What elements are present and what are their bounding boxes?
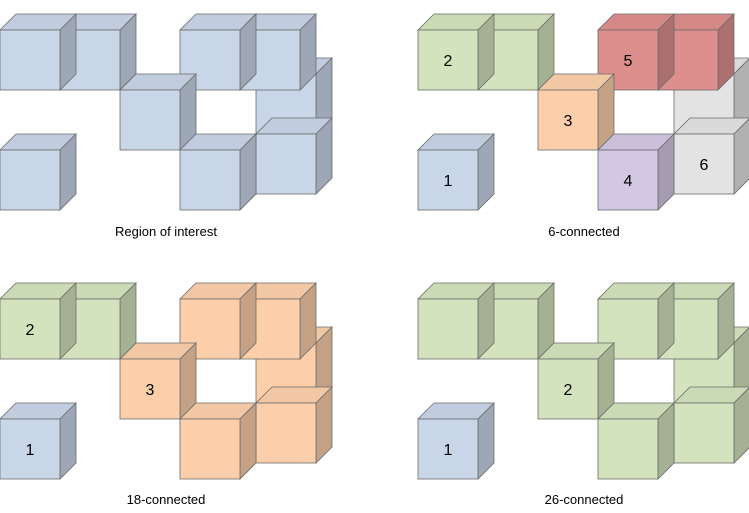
cube-b <box>417 282 495 360</box>
cube-front-face <box>417 418 479 480</box>
cube-front-face <box>119 89 181 151</box>
cube-front-face <box>179 418 241 480</box>
cube-front-face <box>537 358 599 420</box>
cube-a <box>0 402 77 480</box>
cube-front-face <box>417 149 479 211</box>
component-label-b: 2 <box>444 53 453 70</box>
cube-front-face <box>597 418 659 480</box>
cube-front-face <box>119 358 181 420</box>
cube-a <box>417 133 495 211</box>
component-label-c: 3 <box>146 382 155 399</box>
panel-caption: Region of interest <box>115 224 217 239</box>
cube-front-face <box>0 149 61 211</box>
component-label-d: 4 <box>624 173 633 190</box>
cube-c <box>119 342 197 420</box>
cube-f <box>255 386 333 464</box>
cube-e <box>597 282 675 360</box>
cube-b <box>0 282 77 360</box>
cube-front-face <box>417 29 479 91</box>
component-label-b: 2 <box>26 322 35 339</box>
cube-a <box>417 402 495 480</box>
component-label-e: 5 <box>624 53 633 70</box>
cube-d <box>597 133 675 211</box>
panel-3: 1 2 3 18-connected <box>0 282 333 507</box>
component-label-f: 6 <box>700 157 709 174</box>
cube-d <box>179 402 257 480</box>
cube-front-face <box>0 418 61 480</box>
cube-c <box>119 73 197 151</box>
panel-caption: 18-connected <box>127 492 206 507</box>
component-label-c: 2 <box>564 382 573 399</box>
cube-front-face <box>0 298 61 360</box>
cube-b <box>0 13 77 91</box>
cube-front-face <box>0 29 61 91</box>
cube-front-face <box>597 149 659 211</box>
cube-front-face <box>673 133 735 195</box>
cube-front-face <box>255 402 317 464</box>
cube-d <box>597 402 675 480</box>
component-label-a: 1 <box>444 442 453 459</box>
cube-front-face <box>417 298 479 360</box>
cube-front-face <box>255 133 317 195</box>
cube-c <box>537 73 615 151</box>
component-label-c: 3 <box>564 113 573 130</box>
panel-caption: 26-connected <box>545 492 624 507</box>
component-label-a: 1 <box>26 442 35 459</box>
cube-d <box>179 133 257 211</box>
cube-f <box>255 117 333 195</box>
panel-4: 1 2 26-connected <box>417 282 749 507</box>
panel-2: 1 2 3 4 5 6 6-connected <box>417 13 749 239</box>
cube-b <box>417 13 495 91</box>
cube-c <box>537 342 615 420</box>
cube-a <box>0 133 77 211</box>
cube-front-face <box>179 149 241 211</box>
cube-front-face <box>673 402 735 464</box>
panel-caption: 6-connected <box>548 224 620 239</box>
cube-front-face <box>537 89 599 151</box>
cube-f <box>673 117 749 195</box>
panel-1: Region of interest <box>0 13 333 239</box>
cube-f <box>673 386 749 464</box>
component-label-a: 1 <box>444 173 453 190</box>
